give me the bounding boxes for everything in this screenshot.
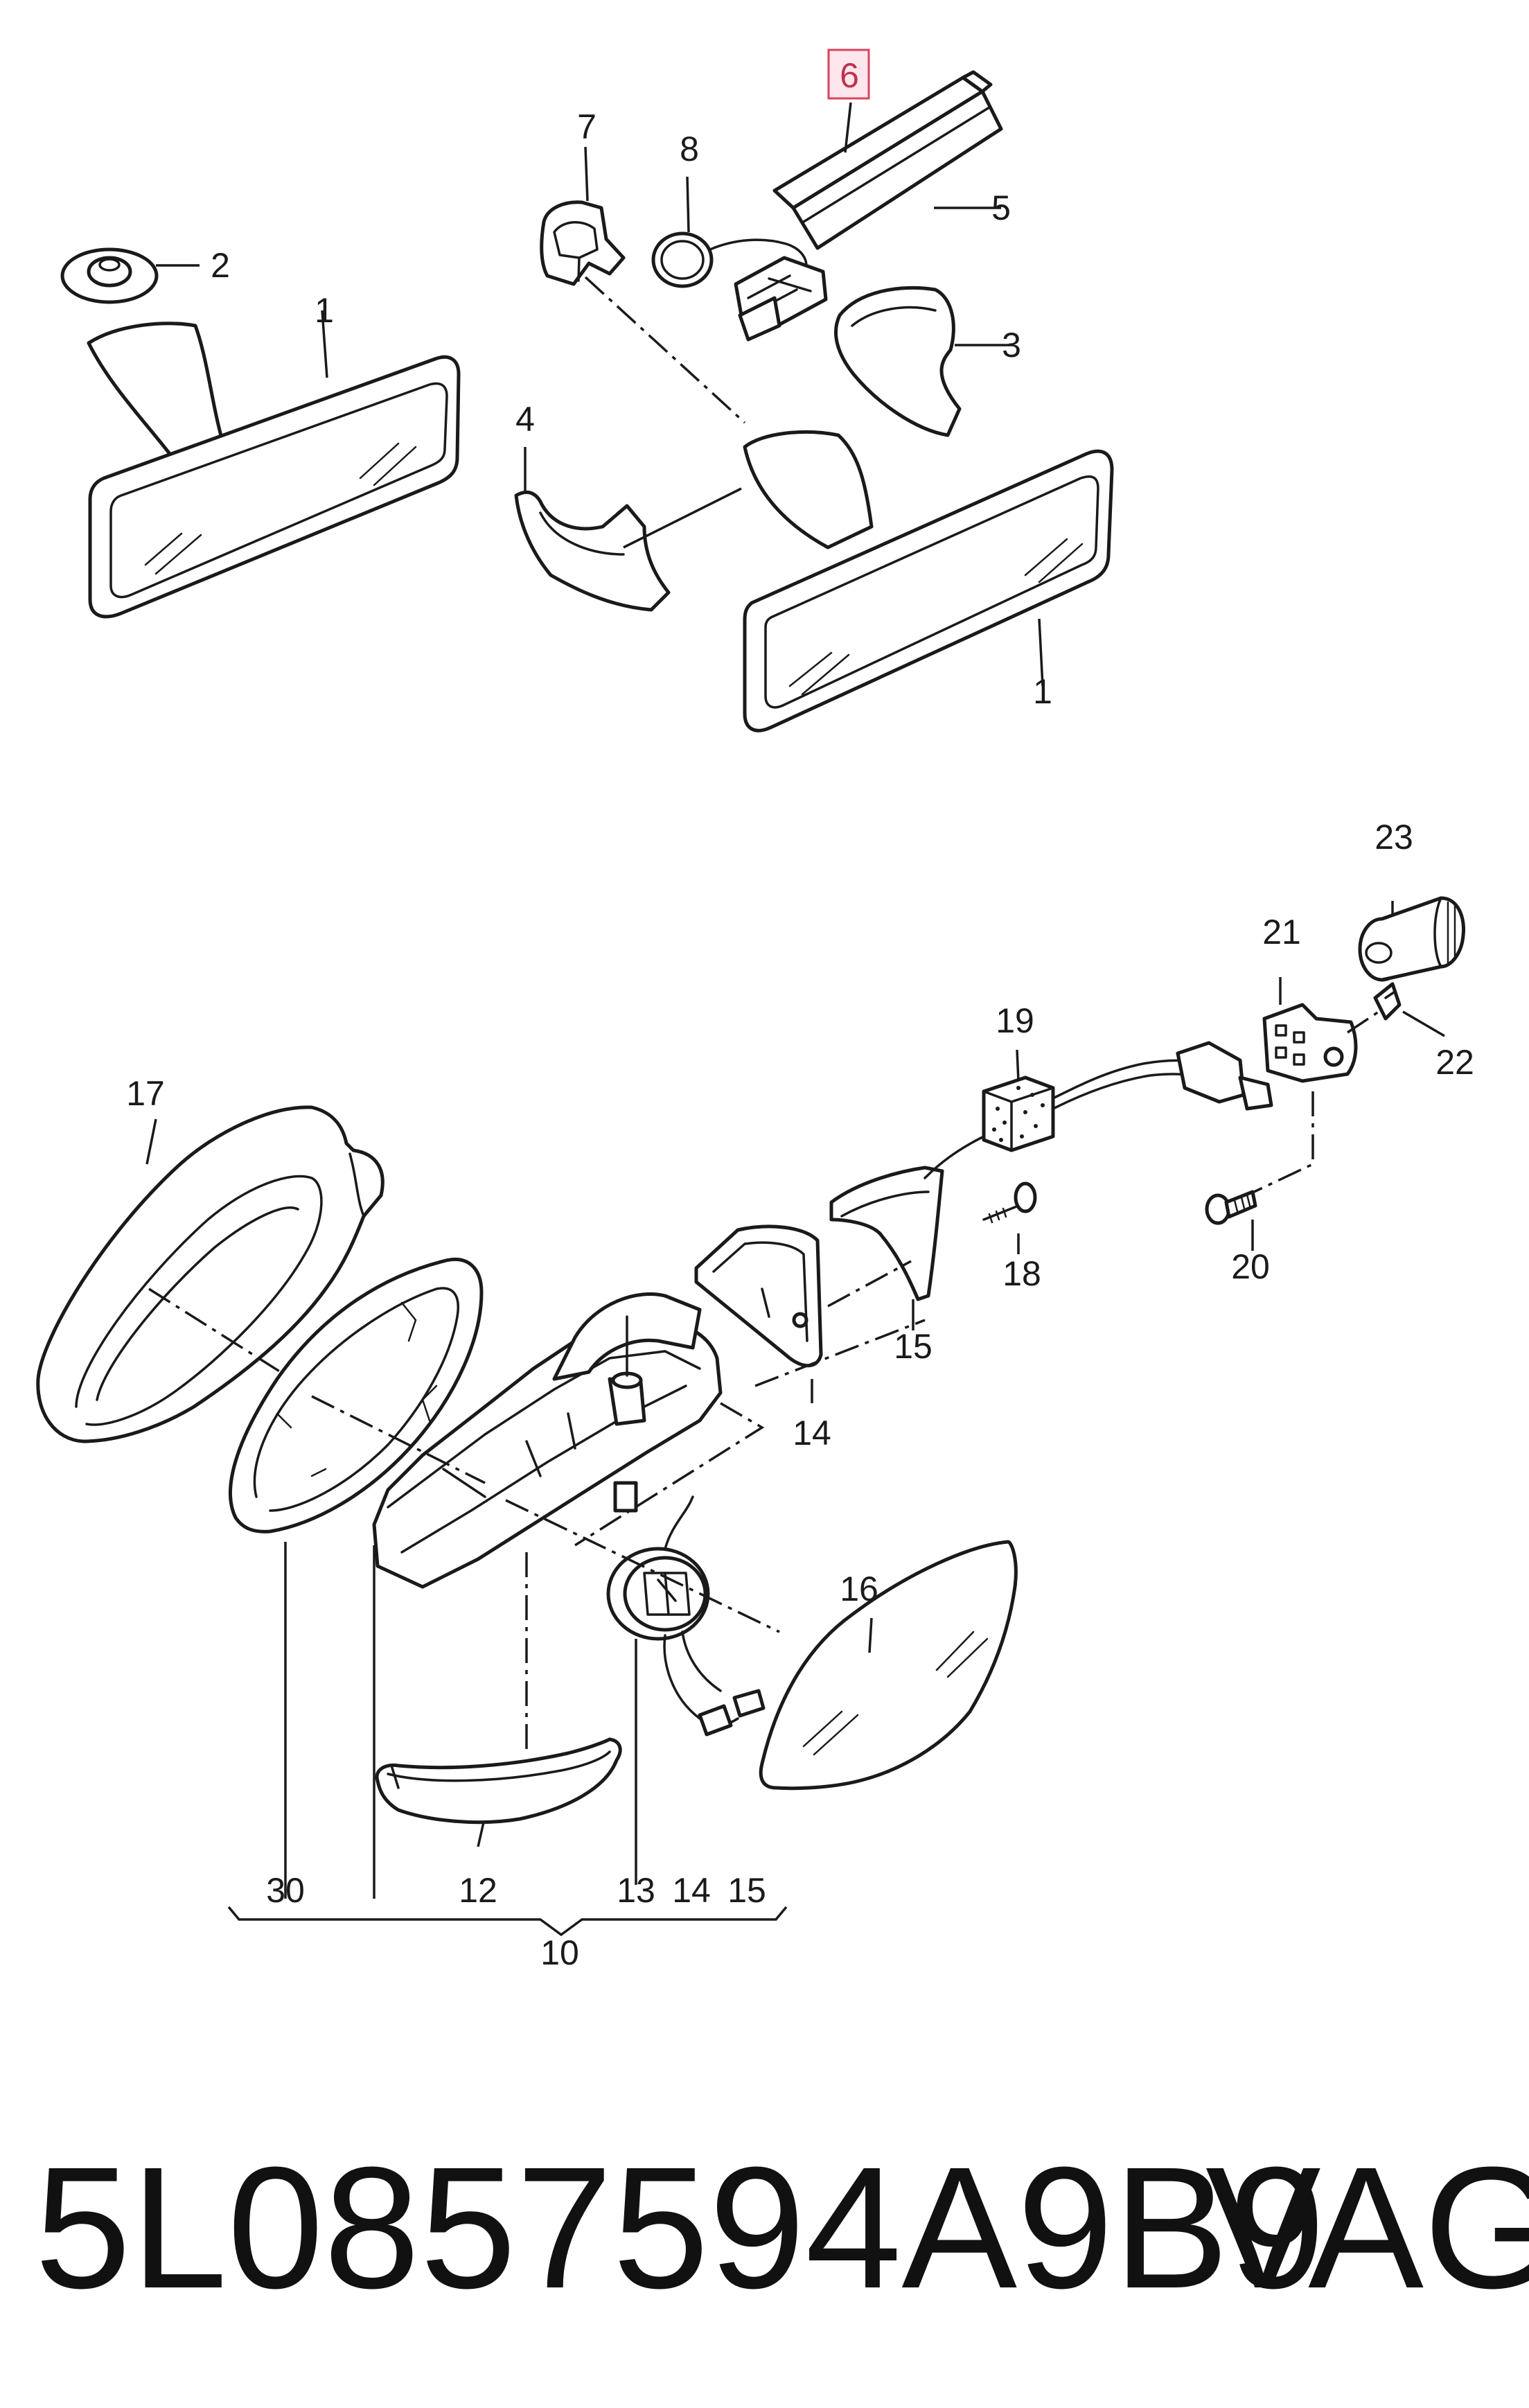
part-number: 5L0857594A9B9 xyxy=(35,2131,1325,2324)
carrier-bracket xyxy=(372,1292,723,1589)
part-19-foam-harness xyxy=(923,1041,1273,1179)
callout-13: 13 xyxy=(617,1871,655,1910)
part-7-cover xyxy=(540,200,626,286)
part-17-housing xyxy=(36,1105,385,1443)
callout-14: 14 xyxy=(793,1414,831,1452)
callout-5: 5 xyxy=(991,188,1011,227)
group-brace-10 xyxy=(227,1906,788,1937)
leaders-lower xyxy=(145,901,1445,1899)
assembly-line xyxy=(584,276,746,424)
part-20-screw xyxy=(1205,1190,1257,1225)
callout-14-group: 14 xyxy=(672,1871,711,1910)
callout-12: 12 xyxy=(459,1871,497,1910)
callout-23: 23 xyxy=(1375,818,1413,856)
callout-2: 2 xyxy=(211,246,230,285)
callout-21: 21 xyxy=(1262,913,1301,951)
callout-16: 16 xyxy=(840,1570,878,1608)
assembly-lines-lower xyxy=(148,1010,1379,1753)
callout-1-right: 1 xyxy=(1033,672,1052,711)
callout-19: 19 xyxy=(996,1001,1034,1040)
part-3-cover xyxy=(833,285,962,437)
connector-plug xyxy=(734,256,828,342)
part-16-mirror-glass xyxy=(759,1540,1018,1791)
part-2-mount-base xyxy=(60,247,159,304)
callouts: 2 1 7 8 6 5 3 4 1 23 21 22 19 17 18 20 1… xyxy=(126,49,1474,1972)
part-8-sensor xyxy=(651,231,808,288)
callout-6-highlight xyxy=(827,49,870,100)
callout-18: 18 xyxy=(1002,1254,1041,1293)
callout-22: 22 xyxy=(1435,1043,1474,1082)
callout-8: 8 xyxy=(680,130,699,168)
callout-3: 3 xyxy=(1002,326,1021,364)
part-14-plate xyxy=(694,1224,823,1368)
part-5-cable-duct xyxy=(791,89,1003,250)
part-22-clip xyxy=(1373,982,1402,1021)
part-23-sleeve xyxy=(1358,896,1466,982)
part-4-trim xyxy=(514,491,671,612)
part-30-frame xyxy=(229,1257,484,1533)
part-12-light-strip xyxy=(375,1737,622,1825)
part-1-mirror-right xyxy=(743,430,1114,732)
callout-1-left: 1 xyxy=(315,291,334,330)
callout-17: 17 xyxy=(126,1074,165,1113)
brand-label: VAG xyxy=(1205,2131,1529,2324)
part-13-motor xyxy=(606,1495,766,1737)
callout-15-group: 15 xyxy=(727,1871,766,1910)
leaders-upper xyxy=(156,102,1044,687)
foam-texture xyxy=(992,1086,1045,1142)
callout-7: 7 xyxy=(577,107,596,146)
callout-20: 20 xyxy=(1231,1247,1270,1286)
part-15-cap xyxy=(829,1166,944,1301)
part-21-bracket xyxy=(1262,1003,1358,1083)
footer: 5L0857594A9B9 VAG xyxy=(35,2131,1529,2324)
callout-10: 10 xyxy=(540,1933,579,1972)
part-18-screw xyxy=(982,1181,1037,1224)
callout-15: 15 xyxy=(894,1327,933,1366)
part-1-mirror-left xyxy=(87,322,461,619)
callout-4: 4 xyxy=(515,400,535,439)
callout-6: 6 xyxy=(840,56,859,95)
callout-30: 30 xyxy=(266,1871,305,1910)
